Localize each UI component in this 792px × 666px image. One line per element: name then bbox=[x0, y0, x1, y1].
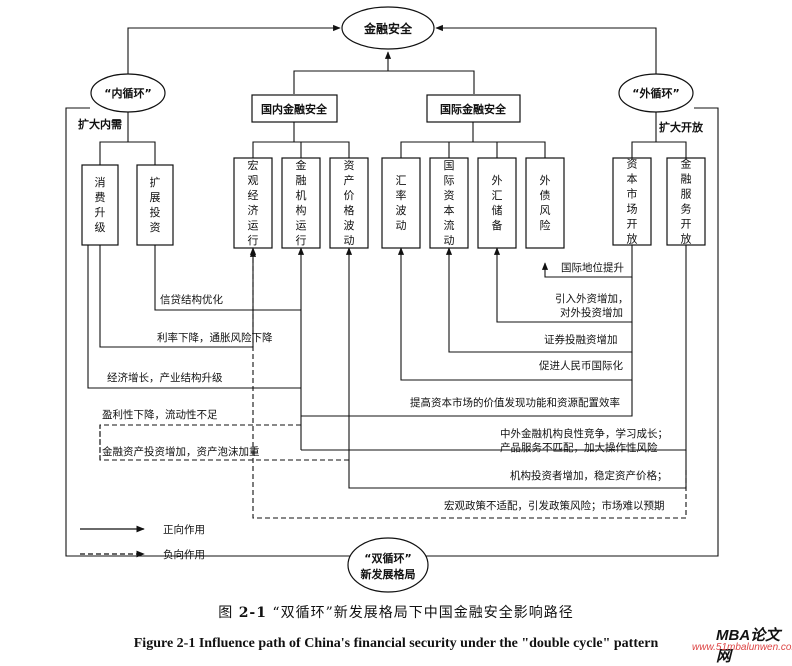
domestic-security-label: 国内金融安全 bbox=[261, 102, 328, 116]
path-labels: 信贷结构优化 利率下降，通胀风险下降 经济增长，产业结构升级 盈利性下降，流动性… bbox=[102, 261, 668, 512]
caption-zh-number: 2-1 bbox=[238, 605, 267, 621]
domestic-security-box: 国内金融安全 bbox=[251, 94, 338, 123]
institutional-investors-label: 机构投资者增加，稳定资产价格； bbox=[510, 469, 668, 482]
interest-rate-label: 利率下降，通胀风险下降 bbox=[157, 331, 273, 344]
figure-caption-en: Figure 2-1 Influence path of China's fin… bbox=[133, 636, 659, 651]
box-expand-investment: 扩展投资 bbox=[136, 164, 174, 246]
box-label-financial-services-opening: 金融服务开放 bbox=[681, 157, 692, 246]
figure-caption-zh: 图 2-1 “双循环”新发展格局下中国金融安全影响路径 bbox=[0, 602, 792, 622]
double-cycle-node: “双循环” 新发展格局 bbox=[347, 537, 429, 593]
caption-zh-prefix: 图 bbox=[218, 605, 239, 621]
expand-domestic-demand-label: 扩大内需 bbox=[78, 117, 122, 131]
box-fx-reserves: 外汇储备 bbox=[477, 157, 517, 249]
rmb-internationalization-label: 促进人民币国际化 bbox=[539, 359, 623, 372]
box-label-exchange-rate: 汇率波动 bbox=[396, 174, 407, 232]
box-capital-market-opening: 资本市场开放 bbox=[612, 157, 652, 246]
securities-investment-label: 证券投融资增加 bbox=[544, 333, 618, 346]
expand-opening-label: 扩大开放 bbox=[659, 120, 704, 134]
box-financial-services-opening: 金融服务开放 bbox=[666, 157, 706, 246]
competition-label-2: 产品服务不匹配，加大操作性风险 bbox=[500, 441, 658, 454]
competition-label-1: 中外金融机构良性竞争，学习成长； bbox=[500, 427, 668, 440]
double-cycle-label-1: “双循环” bbox=[364, 551, 411, 565]
legend: 正向作用 负向作用 bbox=[80, 523, 205, 561]
international-security-box: 国际金融安全 bbox=[426, 94, 521, 123]
legend-negative-label: 负向作用 bbox=[163, 548, 205, 561]
financial-security-node: 金融安全 bbox=[341, 6, 435, 50]
international-security-label: 国际金融安全 bbox=[440, 102, 507, 116]
box-asset-price: 资产价格波动 bbox=[329, 157, 369, 249]
macro-policy-label: 宏观政策不适配，引发政策风险；市场难以预期 bbox=[444, 499, 665, 512]
intl-status-label: 国际地位提升 bbox=[561, 261, 624, 274]
price-discovery-label: 提高资本市场的价值发现功能和资源配置效率 bbox=[410, 396, 620, 409]
vertical-boxes: 消费升级 扩展投资 宏观经济运行 金融机构运行 资产价格波动 汇率波动 国际资本流动 外汇储备… bbox=[81, 157, 706, 249]
external-cycle-node: “外循环” bbox=[618, 73, 694, 113]
box-macro-economy: 宏观经济运行 bbox=[233, 157, 273, 249]
negative-path-lines bbox=[99, 249, 687, 519]
internal-cycle-node: “内循环” bbox=[90, 73, 166, 113]
box-label-capital-market-opening: 资本市场开放 bbox=[627, 158, 638, 246]
top-connectors bbox=[127, 24, 657, 94]
foreign-investment-label-2: 对外投资增加 bbox=[560, 306, 623, 319]
external-cycle-label: “外循环” bbox=[632, 86, 679, 100]
box-label-consumption-upgrade: 消费升级 bbox=[95, 175, 106, 234]
box-label-financial-institutions: 金融机构运行 bbox=[296, 158, 307, 247]
internal-cycle-label: “内循环” bbox=[104, 86, 151, 100]
legend-positive-label: 正向作用 bbox=[163, 523, 205, 536]
group-brackets bbox=[99, 112, 687, 165]
box-label-capital-flow: 国际资本流动 bbox=[444, 159, 455, 247]
box-foreign-debt: 外债风险 bbox=[525, 157, 565, 249]
caption-zh-text: “双循环”新发展格局下中国金融安全影响路径 bbox=[266, 605, 574, 621]
box-consumption-upgrade: 消费升级 bbox=[81, 164, 119, 246]
box-financial-institutions: 金融机构运行 bbox=[281, 157, 321, 249]
credit-structure-label: 信贷结构优化 bbox=[160, 293, 223, 306]
profitability-label: 盈利性下降，流动性不足 bbox=[102, 408, 218, 421]
box-label-foreign-debt: 外债风险 bbox=[540, 174, 551, 232]
box-capital-flow: 国际资本流动 bbox=[429, 157, 469, 249]
financial-security-label: 金融安全 bbox=[363, 21, 413, 36]
economic-growth-label: 经济增长，产业结构升级 bbox=[107, 371, 223, 384]
box-exchange-rate: 汇率波动 bbox=[381, 157, 421, 249]
foreign-investment-label-1: 引入外资增加， bbox=[555, 292, 629, 305]
watermark-url: www.51mbalunwen.com bbox=[692, 642, 792, 653]
path-lines bbox=[65, 107, 719, 557]
asset-bubble-label: 金融资产投资增加，资产泡沫加重 bbox=[102, 445, 260, 458]
box-label-macro-economy: 宏观经济运行 bbox=[248, 158, 259, 247]
influence-path-diagram: 金融安全 “内循环” “外循环” 国内金融安全 国际金融安全 扩 bbox=[65, 6, 719, 593]
double-cycle-label-2: 新发展格局 bbox=[361, 567, 416, 581]
box-label-fx-reserves: 外汇储备 bbox=[492, 174, 503, 232]
box-label-expand-investment: 扩展投资 bbox=[150, 175, 161, 234]
box-label-asset-price: 资产价格波动 bbox=[344, 159, 355, 247]
